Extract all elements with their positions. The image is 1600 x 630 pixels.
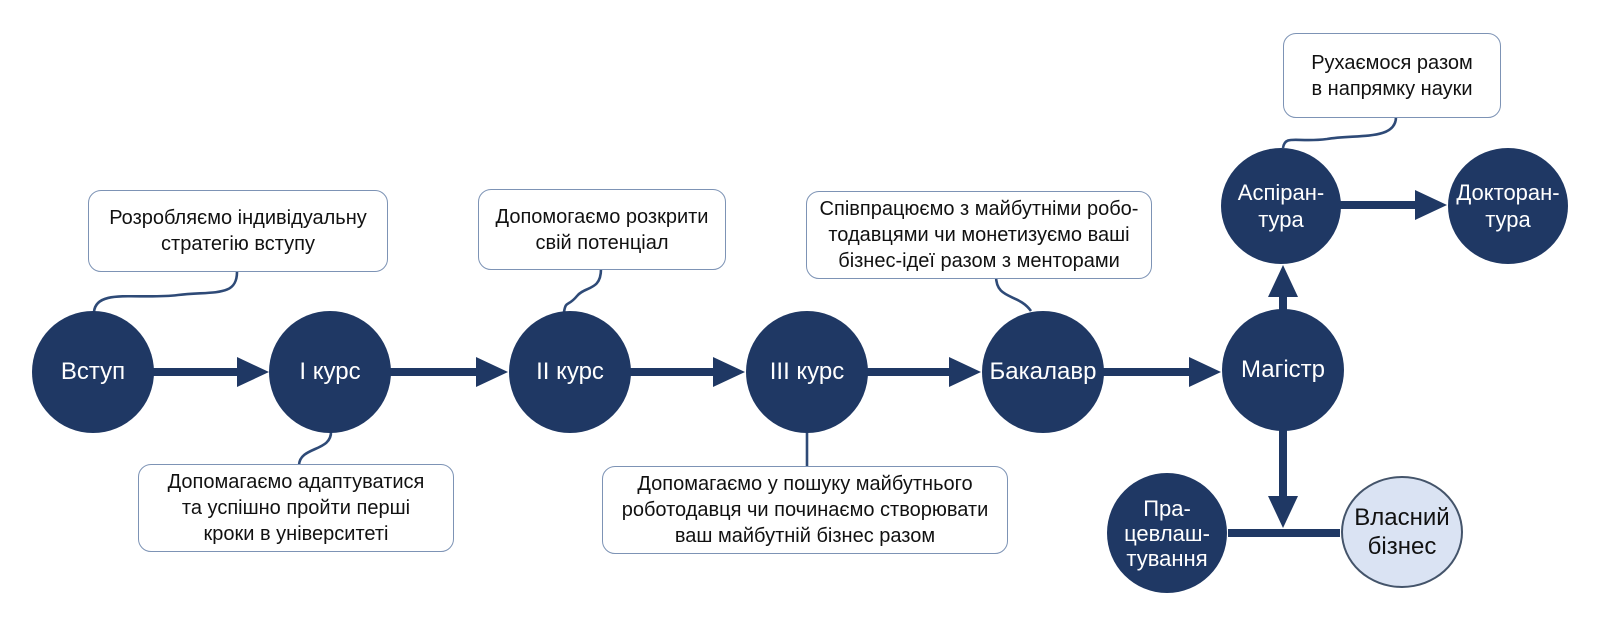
- node-mahistr: Магістр: [1222, 309, 1344, 431]
- node-kurs1-label: І курс: [299, 358, 361, 385]
- node-pracevlashtuvannia: Пра- цевлаш- тування: [1107, 473, 1227, 593]
- connector-potential-kurs2: [562, 268, 603, 313]
- callout-adapt-line: кроки в університеті: [203, 523, 389, 545]
- callout-potential-line: Допомогаємо розкрити: [495, 205, 709, 228]
- node-bakalavr: Бакалавр: [982, 311, 1104, 433]
- callout-employers: Співпрацюємо з майбутніми робо- тодавцям…: [806, 191, 1152, 279]
- callout-science: Рухаємося разом в напрямку науки: [1283, 33, 1501, 118]
- callout-employers-line: тодавцями чи монетизуємо ваші: [828, 224, 1130, 246]
- callout-science-line: Рухаємося разом: [1311, 51, 1473, 74]
- callout-strategy: Розробляємо індивідуальну стратегію всту…: [88, 190, 388, 272]
- node-mahistr-label: Магістр: [1240, 356, 1326, 383]
- node-aspirantura-label: тура: [1258, 207, 1304, 232]
- callout-strategy-line: стратегію вступу: [161, 233, 315, 255]
- callout-strategy-line: Розробляємо індивідуальну: [109, 207, 367, 229]
- node-vstup: Вступ: [32, 311, 154, 433]
- node-doktorantura-label: тура: [1485, 207, 1531, 232]
- node-vlasnyi-biznes: Власний бізнес: [1341, 476, 1463, 588]
- node-vstup-label: Вступ: [60, 358, 126, 385]
- node-vlasnyi-biznes-label: бізнес: [1367, 533, 1437, 560]
- callout-potential: Допомогаємо розкрити свій потенціал: [478, 189, 726, 270]
- callout-jobsearch-line: роботодавця чи починаємо створювати: [621, 499, 989, 521]
- connector-kurs1-adapt: [297, 430, 333, 466]
- node-pracevlashtuvannia-label: тування: [1126, 545, 1208, 571]
- node-kurs2: ІІ курс: [509, 311, 631, 433]
- node-doktorantura-label: Докторан-: [1456, 180, 1560, 205]
- node-doktorantura: Докторан- тура: [1448, 148, 1568, 264]
- node-pracevlashtuvannia-label: Пра-: [1143, 495, 1191, 521]
- node-kurs2-label: ІІ курс: [536, 358, 604, 385]
- node-kurs3: ІІІ курс: [746, 311, 868, 433]
- node-aspirantura: Аспіран- тура: [1221, 148, 1341, 264]
- node-kurs3-label: ІІІ курс: [769, 358, 845, 385]
- callout-adapt-line: Допомагаємо адаптуватися: [167, 471, 425, 493]
- callout-adapt-line: та успішно пройти перші: [181, 497, 411, 519]
- node-vlasnyi-biznes-label: Власний: [1354, 504, 1450, 531]
- callout-employers-line: Співпрацюємо з майбутніми робо-: [819, 198, 1139, 220]
- connector-strategy-vstup: [92, 271, 239, 313]
- callout-science-line: в напрямку науки: [1311, 77, 1473, 100]
- callout-jobsearch-line: Допомагаємо у пошуку майбутнього: [637, 473, 973, 495]
- callout-potential-line: свій потенціал: [535, 231, 669, 254]
- connector-science-aspirantura: [1281, 116, 1398, 149]
- callout-adapt: Допомагаємо адаптуватися та успішно прой…: [138, 464, 454, 552]
- node-aspirantura-label: Аспіран-: [1237, 180, 1325, 205]
- callout-jobsearch: Допомагаємо у пошуку майбутнього роботод…: [602, 466, 1008, 554]
- callout-employers-line: бізнес-ідеї разом з менторами: [838, 250, 1120, 272]
- node-pracevlashtuvannia-label: цевлаш-: [1124, 520, 1210, 546]
- node-kurs1: І курс: [269, 311, 391, 433]
- connector-employers-bakalavr: [994, 275, 1033, 312]
- node-bakalavr-label: Бакалавр: [989, 358, 1097, 385]
- callout-jobsearch-line: ваш майбутній бізнес разом: [674, 525, 936, 547]
